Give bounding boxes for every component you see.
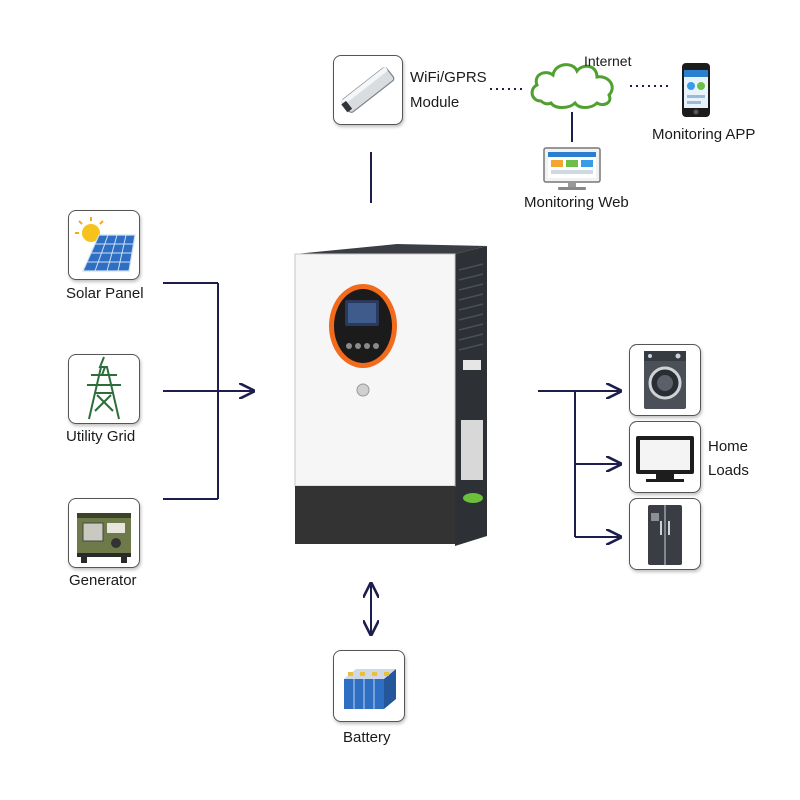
generator-icon (77, 513, 131, 563)
battery-box (333, 650, 405, 722)
solar-panel-box (68, 210, 140, 280)
utility-grid-label: Utility Grid (66, 428, 136, 445)
inverter-icon (287, 240, 497, 570)
wifi-module-label-line1: WiFi/GPRS (410, 69, 487, 86)
monitoring-app-label: Monitoring APP (652, 126, 756, 143)
wifi-module-label-line2: Module (410, 94, 460, 111)
internet-label: Internet (584, 53, 632, 69)
solar-panel-icon (75, 217, 136, 272)
battery-icon (344, 669, 396, 709)
generator-label: Generator (69, 572, 137, 589)
refrigerator-icon (648, 505, 682, 565)
tv-icon (636, 436, 694, 482)
washing-machine-icon (644, 351, 686, 409)
home-loads-label-line1: Home (708, 438, 749, 455)
generator-box (68, 498, 140, 568)
wifi-module-box (333, 55, 403, 125)
utility-grid-box (68, 354, 140, 424)
phone-icon (681, 62, 711, 118)
monitoring-web-label: Monitoring Web (524, 194, 629, 211)
internet-cloud-icon (527, 55, 619, 113)
refrigerator-box (629, 498, 701, 570)
solar-panel-label: Solar Panel (66, 285, 144, 302)
wifi-module-icon (341, 67, 395, 113)
utility-grid-icon (87, 356, 121, 420)
battery-label: Battery (343, 729, 391, 746)
washing-machine-box (629, 344, 701, 416)
tv-box (629, 421, 701, 493)
monitor-icon (542, 146, 602, 192)
home-loads-label-line2: Loads (708, 462, 749, 479)
